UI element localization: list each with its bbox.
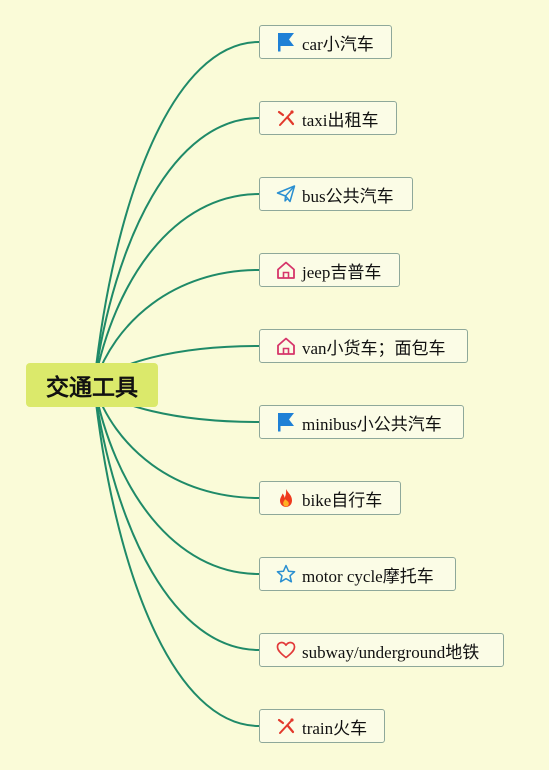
connector-line <box>93 384 260 575</box>
topic-node-van[interactable]: van小货车；面包车 <box>259 329 468 363</box>
house-icon <box>276 336 298 356</box>
topic-label: car小汽车 <box>302 34 374 54</box>
red-tools-icon <box>276 716 298 736</box>
topic-label: minibus小公共汽车 <box>302 414 442 434</box>
root-topic-label: 交通工具 <box>46 375 138 401</box>
topic-label: bus公共汽车 <box>302 186 394 206</box>
topic-label: bike自行车 <box>302 490 383 510</box>
topic-label: train火车 <box>302 718 368 738</box>
heart-icon <box>276 640 298 660</box>
star-icon <box>276 564 298 584</box>
connector-line <box>93 269 260 386</box>
connector-line <box>93 117 260 386</box>
connector-line <box>93 384 260 651</box>
topic-node-subway[interactable]: subway/underground地铁 <box>259 633 504 667</box>
fire-icon <box>276 488 298 508</box>
connector-line <box>93 384 260 727</box>
topic-node-car[interactable]: car小汽车 <box>259 25 392 59</box>
blue-flag-icon <box>276 32 298 52</box>
topic-label: taxi出租车 <box>302 110 379 130</box>
connector-line <box>93 41 260 386</box>
topic-label: motor cycle摩托车 <box>302 566 434 586</box>
root-topic[interactable]: 交通工具 <box>26 363 158 407</box>
topic-label: jeep吉普车 <box>302 262 382 282</box>
topic-node-jeep[interactable]: jeep吉普车 <box>259 253 400 287</box>
topic-node-taxi[interactable]: taxi出租车 <box>259 101 397 135</box>
paper-plane-icon <box>276 184 298 204</box>
house-icon <box>276 260 298 280</box>
topic-node-bus[interactable]: bus公共汽车 <box>259 177 413 211</box>
topic-node-minibus[interactable]: minibus小公共汽车 <box>259 405 464 439</box>
topic-node-motor-cycle[interactable]: motor cycle摩托车 <box>259 557 456 591</box>
blue-flag-icon <box>276 412 298 432</box>
topic-node-train[interactable]: train火车 <box>259 709 385 743</box>
topic-label: van小货车；面包车 <box>302 338 446 358</box>
topic-node-bike[interactable]: bike自行车 <box>259 481 401 515</box>
topic-label: subway/underground地铁 <box>302 642 480 662</box>
red-tools-icon <box>276 108 298 128</box>
connector-line <box>93 193 260 386</box>
connector-line <box>93 384 260 499</box>
